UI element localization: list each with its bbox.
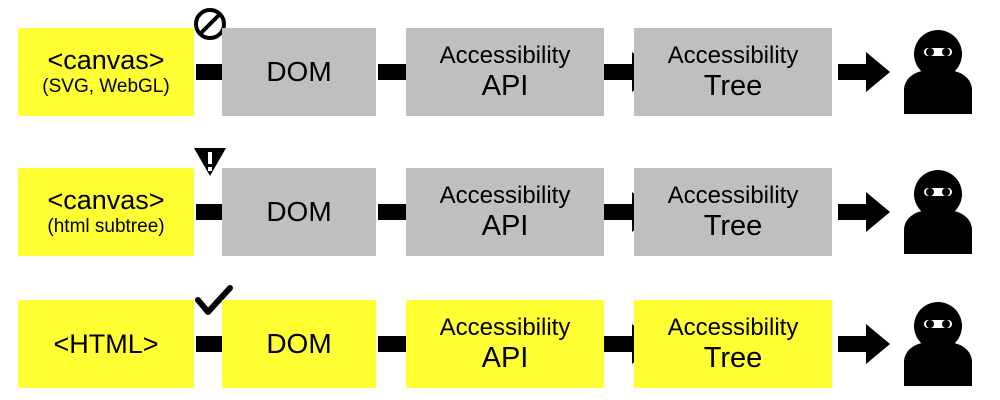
api-label-line1: Accessibility	[439, 42, 571, 69]
person-icon	[900, 300, 976, 388]
pipeline-row-canvas-html-subtree: <canvas> (html subtree) DOM Accessibilit…	[0, 148, 1000, 268]
api-label-line2: API	[481, 342, 529, 374]
dom-box: DOM	[222, 168, 376, 256]
tree-label-line2: Tree	[703, 70, 763, 102]
pipeline-row-canvas-svg-webgl: <canvas> (SVG, WebGL) DOM Accessibility …	[0, 8, 1000, 128]
checkmark-icon	[194, 282, 234, 322]
person-icon	[900, 168, 976, 256]
dom-box: DOM	[222, 300, 376, 388]
person-icon	[900, 28, 976, 116]
dom-label: DOM	[266, 56, 332, 87]
tree-label-line1: Accessibility	[667, 182, 799, 209]
dom-label: DOM	[266, 328, 332, 359]
accessibility-api-box: Accessibility API	[406, 168, 604, 256]
right-arrow-icon	[838, 52, 890, 92]
api-label-line2: API	[481, 210, 529, 242]
pipeline-row-html: <HTML> DOM Accessibility API Accessibili…	[0, 285, 1000, 400]
source-box: <canvas> (SVG, WebGL)	[18, 28, 194, 116]
tree-label-line2: Tree	[703, 210, 763, 242]
api-label-line1: Accessibility	[439, 314, 571, 341]
tree-label-line1: Accessibility	[667, 314, 799, 341]
source-title: <HTML>	[53, 329, 159, 359]
accessibility-api-box: Accessibility API	[406, 28, 604, 116]
api-label-line2: API	[481, 70, 529, 102]
accessibility-tree-box: Accessibility Tree	[634, 300, 832, 388]
source-title: <canvas>	[47, 185, 165, 215]
source-box: <HTML>	[18, 300, 194, 388]
api-label-line1: Accessibility	[439, 182, 571, 209]
tree-label-line2: Tree	[703, 342, 763, 374]
prohibited-icon	[190, 4, 230, 44]
right-arrow-icon	[838, 192, 890, 232]
tree-label-line1: Accessibility	[667, 42, 799, 69]
accessibility-api-box: Accessibility API	[406, 300, 604, 388]
right-arrow-icon	[838, 324, 890, 364]
source-subtitle: (SVG, WebGL)	[42, 76, 170, 97]
dom-box: DOM	[222, 28, 376, 116]
source-title: <canvas>	[47, 45, 165, 75]
dom-label: DOM	[266, 196, 332, 227]
warning-icon	[190, 142, 230, 182]
accessibility-tree-box: Accessibility Tree	[634, 168, 832, 256]
source-subtitle: (html subtree)	[47, 216, 165, 237]
source-box: <canvas> (html subtree)	[18, 168, 194, 256]
accessibility-tree-box: Accessibility Tree	[634, 28, 832, 116]
